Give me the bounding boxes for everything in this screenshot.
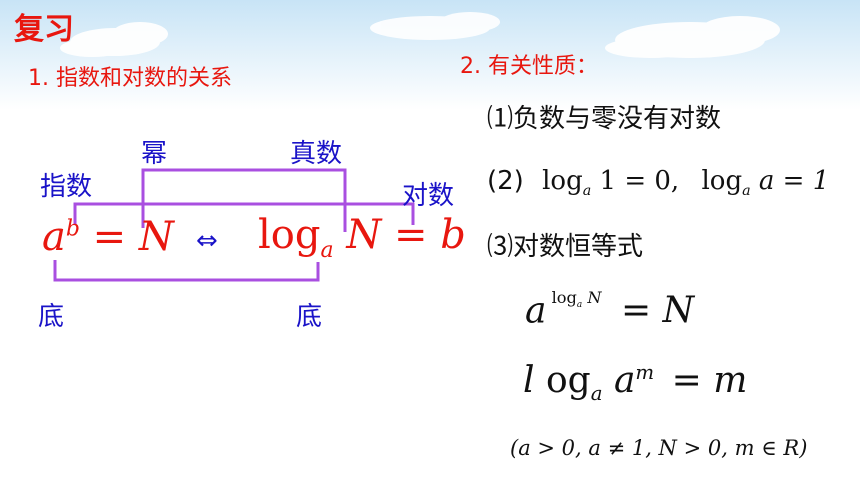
- cloud-center: [370, 12, 500, 40]
- sky-background: [0, 0, 860, 110]
- identity-1-log: log: [551, 288, 577, 307]
- property-1: ⑴负数与零没有对数: [487, 104, 722, 134]
- relation-brackets: [53, 168, 415, 282]
- log-word: log: [258, 212, 321, 258]
- bracket-power-true: [141, 168, 347, 232]
- identity-1: a loga N = N: [525, 288, 694, 331]
- p2-eq2: a = 1: [758, 166, 830, 196]
- identity-2-og: og: [545, 360, 591, 401]
- identity-1-base: a: [525, 290, 547, 332]
- label-power: 幂: [141, 139, 168, 169]
- label-base-right: 底: [296, 302, 323, 332]
- property-2: (2) loga 1 = 0, loga a = 1: [487, 166, 830, 200]
- identity-2-l: l: [523, 360, 535, 401]
- p2-sub-1: a: [582, 183, 592, 200]
- page-title: 复习: [14, 12, 74, 47]
- exp-exponent: b: [65, 216, 80, 242]
- log-subscript: a: [320, 238, 334, 263]
- identity-2-m: m: [635, 361, 655, 384]
- log-rhs: N = b: [346, 212, 466, 258]
- identity-1-N: N: [587, 288, 602, 307]
- cloud-right: [605, 16, 780, 58]
- cloud-left: [60, 22, 168, 57]
- p2-eq1: 1 = 0,: [599, 166, 680, 196]
- exponential-equation: ab = N: [42, 214, 174, 260]
- log-equation: loga N = b: [258, 212, 466, 263]
- equivalence-symbol: ⇔: [196, 226, 218, 256]
- bracket-exponent-log: [73, 202, 415, 225]
- exp-rhs: = N: [92, 214, 174, 260]
- identity-conditions: (a > 0, a ≠ 1, N > 0, m ∈ R): [510, 436, 808, 460]
- exp-base: a: [42, 214, 66, 260]
- bracket-base: [53, 260, 320, 282]
- label-base-left: 底: [38, 302, 65, 332]
- section-heading-properties: 2. 有关性质：: [460, 54, 598, 79]
- identity-2: l oga am = m: [523, 360, 747, 405]
- section-heading-relation: 1. 指数和对数的关系: [28, 66, 232, 91]
- p2-sub-2: a: [742, 183, 751, 200]
- identity-1-rhs: = N: [621, 290, 695, 332]
- label-logarithm: 对数: [402, 181, 455, 211]
- property-3: ⑶对数恒等式: [487, 232, 644, 262]
- property-2-label: (2): [487, 166, 524, 196]
- identity-2-rhs: = m: [671, 360, 748, 401]
- identity-2-a: a: [613, 360, 636, 401]
- label-exponent: 指数: [40, 172, 93, 202]
- identity-2-sub: a: [590, 382, 603, 406]
- identity-1-sub: a: [576, 300, 583, 311]
- label-true-number: 真数: [290, 139, 343, 169]
